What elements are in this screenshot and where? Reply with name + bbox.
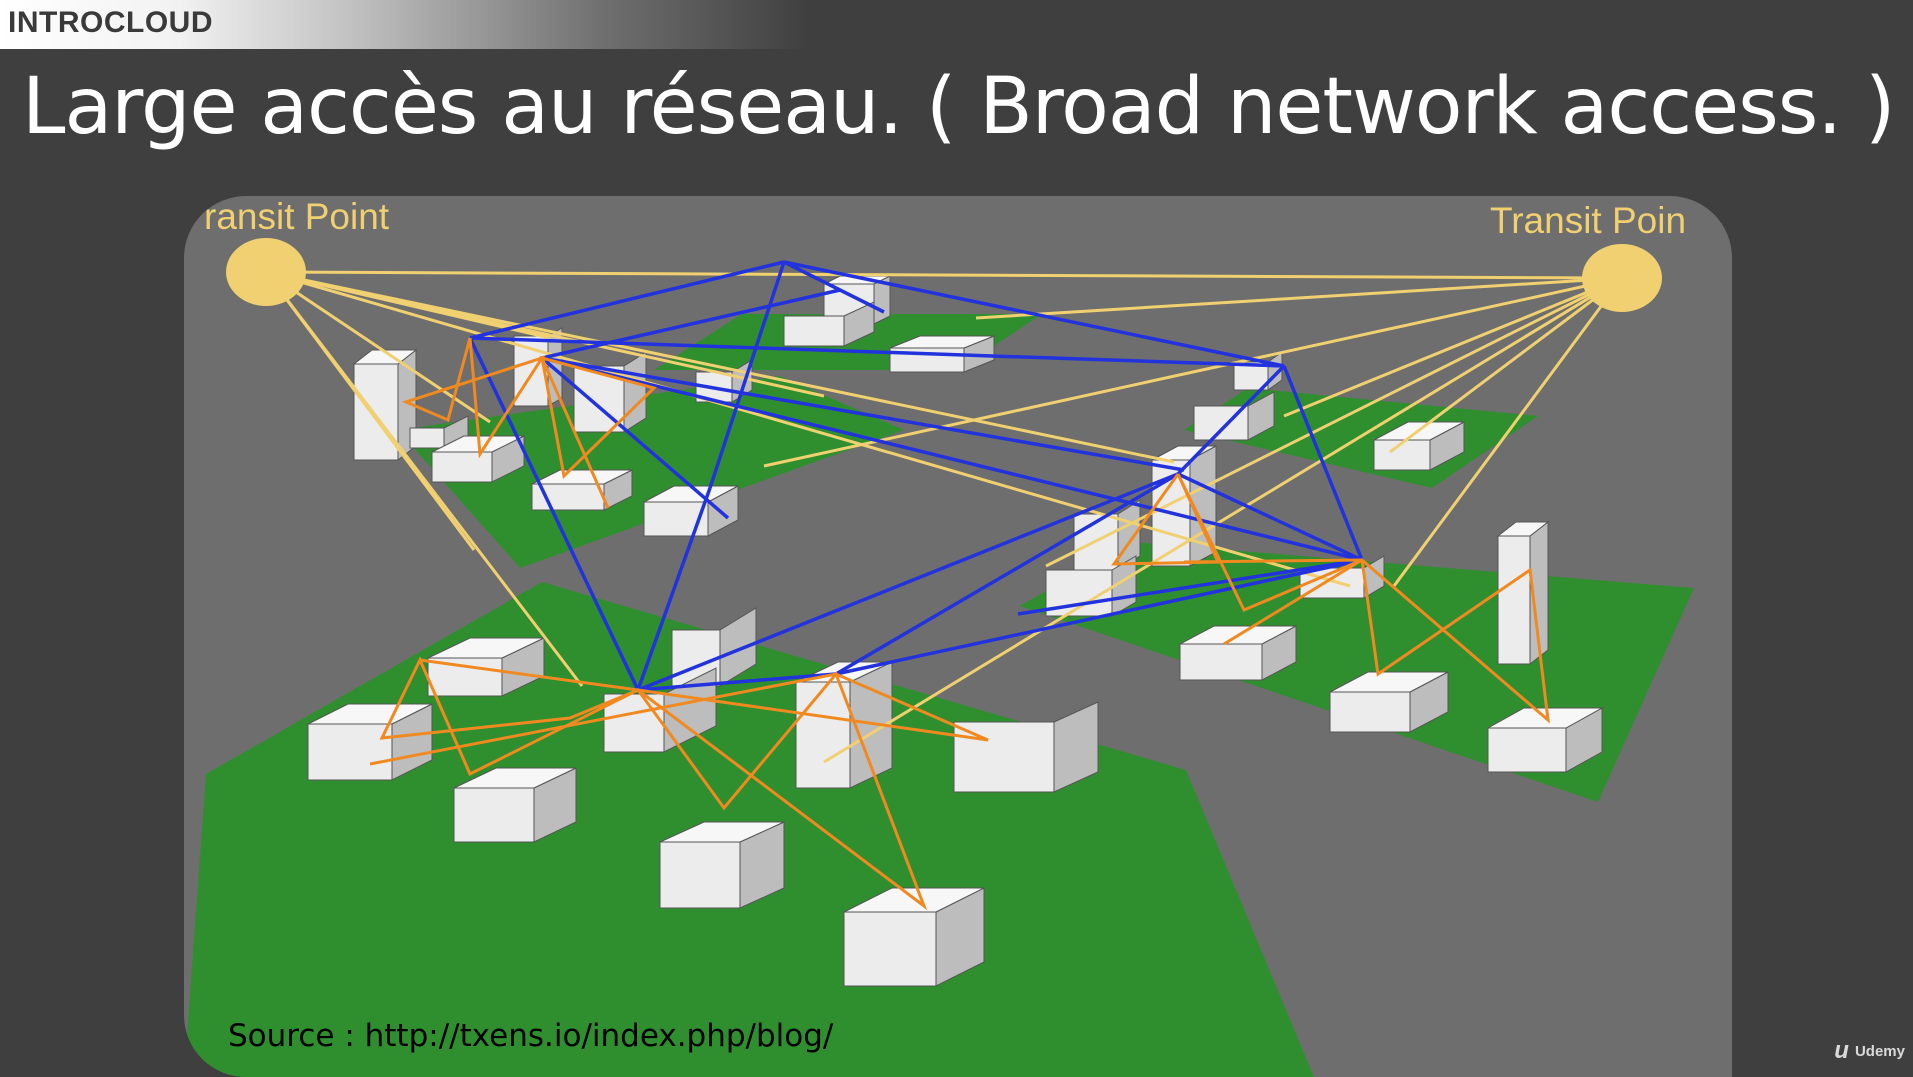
local-links — [369, 337, 1550, 911]
building — [453, 767, 577, 843]
brand-bar: INTROCLOUD — [0, 0, 810, 49]
building — [1329, 671, 1449, 733]
building — [843, 887, 985, 987]
building — [659, 821, 785, 909]
transit-links — [264, 270, 1624, 764]
building — [531, 469, 633, 511]
building — [427, 637, 545, 697]
transit-label-left: ransit Point — [204, 196, 390, 237]
network-diagram: ransit Point Transit Poin — [184, 196, 1732, 1077]
udemy-watermark: u Udemy — [1834, 1037, 1905, 1065]
building — [1045, 555, 1137, 617]
source-citation: Source : http://txens.io/index.php/blog/ — [228, 1018, 834, 1054]
brand-name: INTROCLOUD — [8, 6, 213, 39]
transit-label-right: Transit Poin — [1490, 200, 1687, 241]
udemy-label: Udemy — [1854, 1042, 1905, 1060]
grass-platform-northwest — [398, 376, 904, 568]
udemy-logo-icon: u — [1834, 1037, 1849, 1064]
building — [1496, 520, 1550, 666]
building — [307, 703, 433, 781]
transit-node-right — [1582, 244, 1662, 312]
transit-node-left — [226, 238, 306, 306]
backbone-links — [468, 260, 1364, 692]
slide-title: Large accès au réseau. ( Broad network a… — [22, 62, 1895, 152]
building — [643, 485, 739, 537]
building — [783, 301, 875, 347]
building — [603, 667, 717, 753]
building — [1151, 445, 1217, 567]
network-illustration — [184, 238, 1694, 1077]
